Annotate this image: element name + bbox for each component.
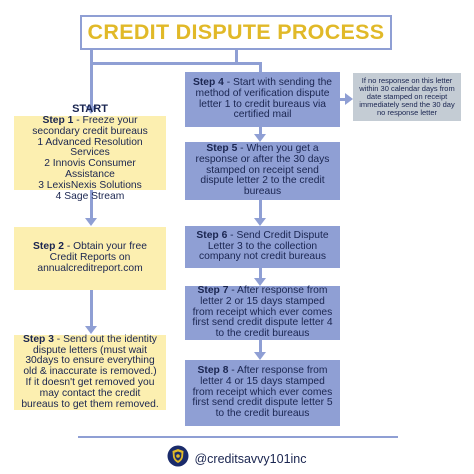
step-8-label: Step 8 [197,365,229,376]
step-2-box: Step 2 - Obtain your free Credit Reports… [14,227,166,290]
step-2-label: Step 2 [33,241,64,253]
step-3-box: Step 3 - Send out the identity dispute l… [14,333,166,410]
bottom-divider [78,436,398,438]
step-5-text: Step 5 - When you get a response or afte… [195,143,330,198]
step-6-text: Step 6 - Send Credit Dispute Letter 3 to… [196,229,329,263]
bureau-item-3: 3 LexisNexis Solutions [38,179,142,191]
shield-crest-icon [167,445,189,472]
step-8-box: Step 8 - After response from letter 4 or… [185,360,340,426]
step-4-label: Step 4 [192,76,224,88]
step-2-text: Step 2 - Obtain your free Credit Reports… [33,241,147,274]
step-5-box: Step 5 - When you get a response or afte… [185,142,340,200]
step-1-text: Step 1 - Freeze your secondary credit bu… [32,115,148,137]
page-title: CREDIT DISPUTE PROCESS [87,20,385,44]
social-handle: @creditsavvy101inc [194,451,307,466]
step-7-box: Step 7 - After response from letter 2 or… [185,285,340,340]
step-7-text: Step 7 - After response from letter 2 or… [192,285,333,340]
step-4-box: Step 4 - Start with sending the method o… [185,72,340,127]
start-label: START [72,102,108,115]
title-box: CREDIT DISPUTE PROCESS [80,15,392,50]
step-6-label: Step 6 [196,229,228,241]
step-4-text: Step 4 - Start with sending the method o… [192,76,333,121]
bureau-item-2: 2 Innovis Consumer Assistance [44,158,136,181]
bureau-item-1: 1 Advanced Resolution Services [37,136,143,159]
step-1-label: Step 1 [42,115,74,127]
step-8-text: Step 8 - After response from letter 4 or… [192,365,333,420]
step-3-text: Step 3 - Send out the identity dispute l… [21,333,159,410]
step-7-label: Step 7 [197,285,229,297]
step-3-label: Step 3 [23,333,54,345]
step-6-box: Step 6 - Send Credit Dispute Letter 3 to… [185,226,340,268]
no-response-note: If no response on this letter within 30 … [353,73,461,121]
bureau-item-4: 4 Sage Stream [55,190,125,202]
footer: @creditsavvy101inc [0,445,474,472]
step-5-label: Step 5 [206,143,238,155]
step-1-box: START Step 1 - Freeze your secondary cre… [14,103,166,201]
